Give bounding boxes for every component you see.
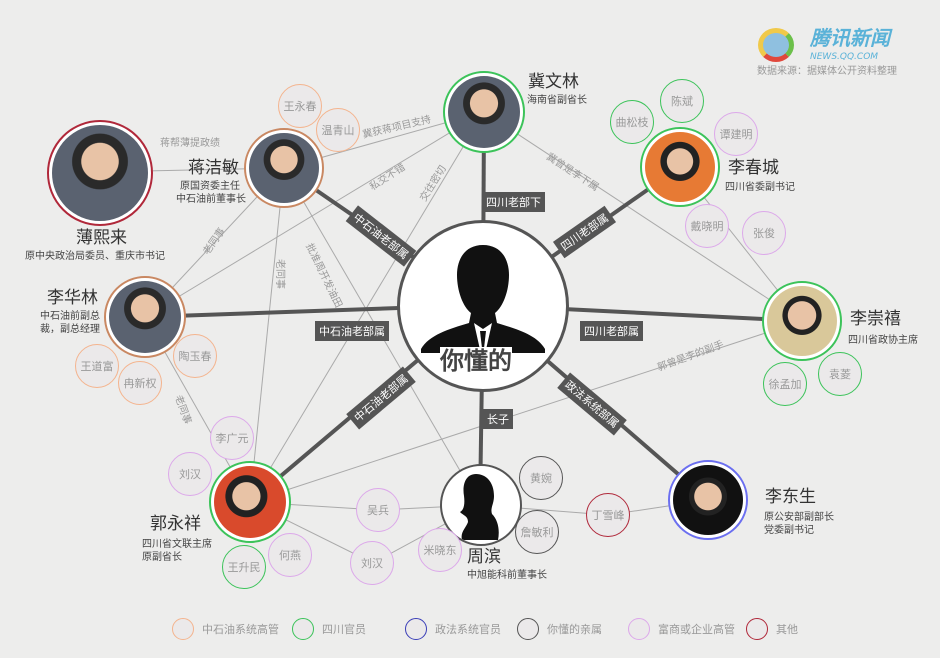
name-ji-wenlin: 冀文林: [528, 72, 579, 92]
tencent-news-logo-icon: [758, 28, 794, 62]
relation-label: 蒋帮薄提政绩: [160, 138, 220, 149]
minor-node[interactable]: 王升民: [222, 545, 266, 589]
desc-guo-yongxiang: 四川省文联主席原副省长: [142, 538, 212, 564]
minor-node[interactable]: 吴兵: [356, 488, 400, 532]
name-zhou-bin: 周滨: [467, 547, 501, 567]
desc-line: 四川省文联主席: [142, 539, 212, 550]
legend-item: 政法系统官员: [405, 618, 501, 640]
minor-node[interactable]: 温青山: [316, 108, 360, 152]
name-li-chuncheng: 李春城: [728, 158, 779, 178]
minor-node[interactable]: 李广元: [210, 416, 254, 460]
legend-label: 你懂的亲属: [547, 623, 602, 636]
minor-node[interactable]: 王永春: [278, 84, 322, 128]
legend-label: 富商或企业高管: [658, 623, 735, 636]
desc-line: 党委副书记: [764, 525, 814, 536]
legend-swatch: [172, 618, 194, 640]
name-li-hualin: 李华林: [47, 288, 98, 308]
name-li-chongxi: 李崇禧: [850, 309, 901, 329]
minor-node[interactable]: 冉新权: [118, 361, 162, 405]
minor-node[interactable]: 詹敏利: [515, 510, 559, 554]
legend-label: 四川官员: [322, 623, 366, 636]
tag-lhl: 中石油老部属: [315, 321, 389, 341]
minor-node[interactable]: 刘汉: [168, 452, 212, 496]
photo-li-hualin[interactable]: [104, 276, 186, 358]
logo-url: NEWS.QQ.COM: [810, 52, 879, 62]
silhouette-icon: [460, 474, 499, 540]
desc-li-chuncheng: 四川省委副书记: [725, 182, 795, 193]
data-source: 数据来源：据媒体公开资料整理: [757, 66, 897, 77]
legend-swatch: [746, 618, 768, 640]
tag-lcx: 四川老部属: [580, 321, 643, 341]
minor-node[interactable]: 何燕: [268, 533, 312, 577]
desc-line: 原国资委主任: [180, 181, 240, 192]
name-li-dongsheng: 李东生: [765, 487, 816, 507]
photo-jiang-jiemin[interactable]: [244, 128, 324, 208]
desc-zhou-bin: 中旭能科前董事长: [467, 570, 547, 581]
minor-node[interactable]: 谭建明: [714, 112, 758, 156]
legend-label: 中石油系统高管: [202, 623, 279, 636]
legend-swatch: [628, 618, 650, 640]
silhouette-icon: [421, 245, 545, 363]
legend-item: 其他: [746, 618, 798, 640]
name-guo-yongxiang: 郭永祥: [150, 514, 201, 534]
minor-node[interactable]: 徐孟加: [763, 362, 807, 406]
photo-guo-yongxiang[interactable]: [209, 461, 291, 543]
desc-li-chongxi: 四川省政协主席: [848, 335, 918, 346]
legend-swatch: [517, 618, 539, 640]
desc-bo-xilai: 原中央政治局委员、重庆市书记: [25, 251, 165, 262]
logo-brand: 腾讯新闻: [810, 26, 890, 50]
legend-swatch: [292, 618, 314, 640]
minor-node[interactable]: 王道富: [75, 344, 119, 388]
photo-li-chuncheng[interactable]: [640, 127, 720, 207]
name-jiang-jiemin: 蒋洁敏: [188, 158, 239, 178]
center-label: 你懂的: [440, 347, 512, 375]
minor-node[interactable]: 曲松枝: [610, 100, 654, 144]
legend-item: 中石油系统高管: [172, 618, 279, 640]
legend-swatch: [405, 618, 427, 640]
minor-node[interactable]: 刘汉: [350, 541, 394, 585]
desc-line: 裁，副总经理: [40, 324, 100, 335]
legend-label: 其他: [776, 623, 798, 636]
photo-li-chongxi[interactable]: [762, 281, 842, 361]
legend-item: 四川官员: [292, 618, 366, 640]
tag-zhou: 长子: [483, 409, 513, 429]
photo-ji-wenlin[interactable]: [443, 71, 525, 153]
minor-node[interactable]: 陈斌: [660, 79, 704, 123]
tag-ji: 四川老部下: [482, 192, 545, 212]
desc-line: 原副省长: [142, 552, 182, 563]
minor-node[interactable]: 陶玉春: [173, 334, 217, 378]
minor-node[interactable]: 丁雪峰: [586, 493, 630, 537]
desc-line: 中石油前副总: [40, 311, 100, 322]
photo-bo-xilai[interactable]: [47, 120, 153, 226]
minor-node[interactable]: 张俊: [742, 211, 786, 255]
minor-node[interactable]: 戴晓明: [685, 204, 729, 248]
legend-item: 你懂的亲属: [517, 618, 602, 640]
photo-li-dongsheng[interactable]: [668, 460, 748, 540]
desc-line: 原公安部副部长: [764, 512, 834, 523]
minor-node[interactable]: 米晓东: [418, 528, 462, 572]
name-bo-xilai: 薄熙来: [76, 228, 127, 248]
relation-label: 老同事: [274, 259, 285, 289]
desc-ji-wenlin: 海南省副省长: [527, 95, 587, 106]
desc-line: 中石油前董事长: [176, 194, 246, 205]
desc-li-hualin: 中石油前副总裁，副总经理: [36, 310, 100, 336]
minor-node[interactable]: 黄婉: [519, 456, 563, 500]
legend-item: 富商或企业高管: [628, 618, 735, 640]
desc-jiang-jiemin: 原国资委主任中石油前董事长: [176, 180, 246, 206]
legend-label: 政法系统官员: [435, 623, 501, 636]
desc-li-dongsheng: 原公安部副部长党委副书记: [764, 511, 834, 537]
minor-node[interactable]: 袁菱: [818, 352, 862, 396]
